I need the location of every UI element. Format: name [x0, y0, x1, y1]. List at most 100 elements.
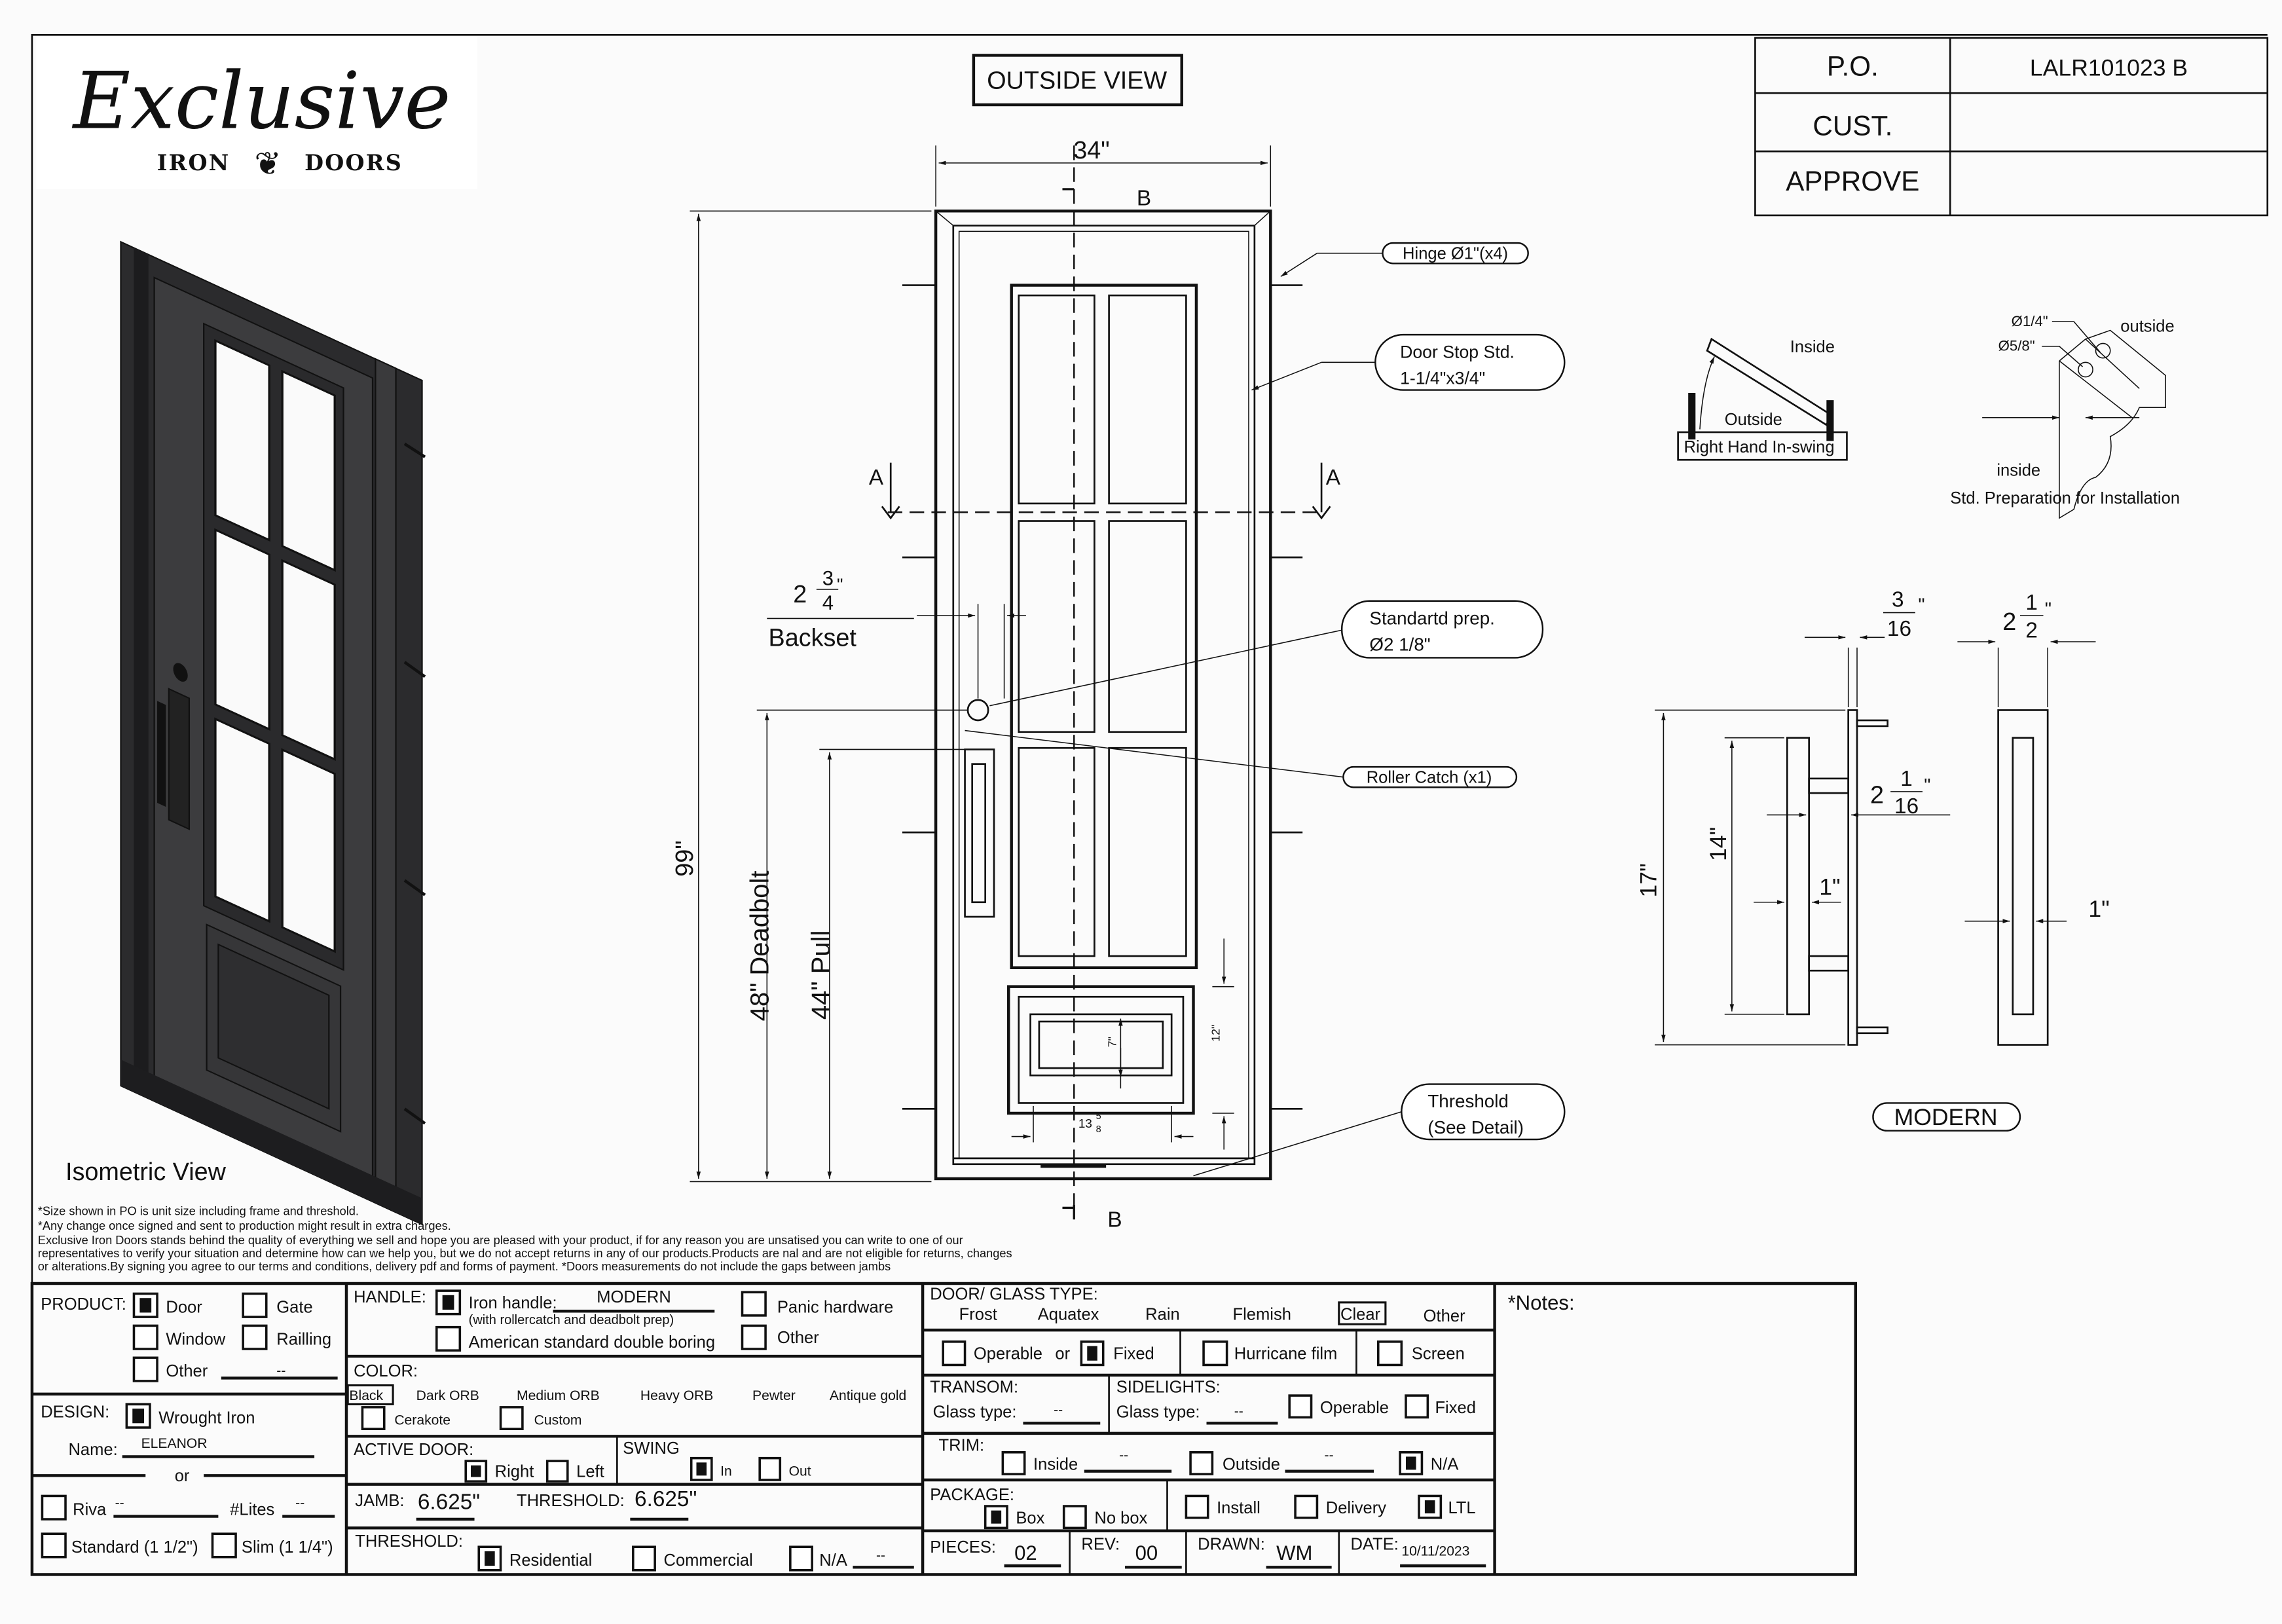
fine-print: *Size shown in PO is unit size including…	[38, 1205, 1012, 1273]
color-option-pewter[interactable]: Pewter	[752, 1388, 796, 1403]
glass-option-clear[interactable]: Clear	[1340, 1306, 1381, 1324]
color-option-heavy-orb[interactable]: Heavy ORB	[640, 1388, 713, 1403]
svg-text:or: or	[1055, 1345, 1070, 1363]
svg-text:1": 1"	[2088, 896, 2109, 922]
checkbox-riva[interactable]	[41, 1494, 67, 1521]
svg-text:Fixed: Fixed	[1435, 1399, 1475, 1417]
door-stop-callout-line1: Door Stop Std.	[1400, 342, 1515, 362]
color-option-black[interactable]: Black	[349, 1388, 383, 1403]
checkbox-custom[interactable]	[499, 1406, 524, 1430]
checkbox-install[interactable]	[1185, 1494, 1209, 1519]
checkbox-commercial[interactable]	[632, 1545, 656, 1572]
color-option-medium-orb[interactable]: Medium ORB	[517, 1388, 600, 1403]
glass-option-frost[interactable]: Frost	[959, 1306, 997, 1324]
svg-text:Operable: Operable	[1320, 1399, 1389, 1417]
checkbox-hurricane-film[interactable]	[1202, 1340, 1228, 1367]
notes-area[interactable]	[1499, 1318, 1848, 1566]
svg-text:Screen: Screen	[1412, 1345, 1465, 1363]
checkbox-swing-out[interactable]	[758, 1456, 782, 1481]
checkbox-trim-outside[interactable]	[1189, 1451, 1214, 1475]
checkbox-sidelights-fixed[interactable]	[1405, 1394, 1429, 1419]
color-option-dark-orb[interactable]: Dark ORB	[416, 1388, 479, 1403]
svg-text:Window: Window	[166, 1330, 225, 1348]
prep-callout-line1: Standartd prep.	[1369, 608, 1494, 628]
svg-text:--: --	[876, 1548, 885, 1563]
svg-text:Left: Left	[576, 1463, 604, 1481]
svg-text:HANDLE:: HANDLE:	[354, 1288, 426, 1306]
po-label: P.O.	[1827, 51, 1879, 82]
checkbox-window[interactable]	[132, 1324, 158, 1350]
page-border	[31, 34, 2268, 1575]
checkbox-delivery[interactable]	[1294, 1494, 1319, 1519]
svg-text:In: In	[720, 1464, 732, 1479]
glass-option-aquatex[interactable]: Aquatex	[1038, 1306, 1099, 1324]
svg-text:#Lites: #Lites	[230, 1500, 274, 1519]
color-option-antique-gold[interactable]: Antique gold	[830, 1388, 906, 1403]
svg-text:16: 16	[1894, 794, 1919, 819]
svg-text:": "	[1924, 775, 1930, 796]
checkbox-product-other[interactable]	[132, 1356, 158, 1382]
checkbox-panic-hardware[interactable]	[741, 1291, 767, 1317]
panel-width-dim: 13 5 8	[1078, 1111, 1101, 1135]
checkbox-operable[interactable]	[942, 1340, 966, 1367]
svg-text:Out: Out	[789, 1464, 811, 1479]
svg-text:TRANSOM:: TRANSOM:	[930, 1378, 1018, 1397]
svg-text:THRESHOLD:: THRESHOLD:	[355, 1532, 463, 1551]
svg-text:2: 2	[2025, 618, 2038, 642]
checkbox-no-box[interactable]	[1062, 1505, 1087, 1530]
svg-text:DRAWN:: DRAWN:	[1198, 1536, 1265, 1554]
color-selected-marker	[346, 1384, 394, 1405]
checkbox-gate[interactable]	[242, 1292, 268, 1318]
checkbox-handle-other[interactable]	[741, 1324, 767, 1350]
checkbox-swing-in[interactable]	[690, 1456, 713, 1481]
svg-text:Glass type:: Glass type:	[1116, 1403, 1200, 1421]
checkbox-wrought-iron[interactable]	[125, 1403, 151, 1429]
svg-text:Name:: Name:	[68, 1441, 117, 1459]
svg-text:Operable: Operable	[974, 1345, 1042, 1363]
svg-text:5: 5	[1096, 1111, 1101, 1122]
checkbox-residential[interactable]	[477, 1545, 502, 1572]
glass-option-other[interactable]: Other	[1424, 1307, 1465, 1325]
svg-text:Inside: Inside	[1790, 338, 1835, 356]
svg-text:3: 3	[1892, 588, 1904, 612]
svg-text:Other: Other	[777, 1329, 819, 1347]
checkbox-american-standard[interactable]	[435, 1325, 462, 1352]
svg-text:American standard double borin: American standard double boring	[469, 1333, 715, 1352]
callouts: Hinge Ø1"(x4) Door Stop Std. 1-1/4"x3/4"…	[965, 242, 1566, 1177]
checkbox-fixed[interactable]	[1080, 1340, 1105, 1367]
isometric-view-label: Isometric View	[65, 1158, 227, 1186]
checkbox-active-left[interactable]	[545, 1460, 569, 1483]
checkbox-railing[interactable]	[242, 1324, 268, 1350]
checkbox-screen[interactable]	[1377, 1340, 1403, 1367]
glass-option-rain[interactable]: Rain	[1145, 1306, 1180, 1324]
checkbox-ltl[interactable]	[1418, 1494, 1443, 1519]
checkbox-threshold-na[interactable]	[789, 1545, 813, 1572]
checkbox-cerakote[interactable]	[361, 1406, 386, 1430]
svg-text:JAMB:: JAMB:	[355, 1492, 404, 1510]
svg-text:Exclusive Iron Doors stands be: Exclusive Iron Doors stands behind the q…	[38, 1234, 963, 1247]
dimensions	[690, 145, 1331, 1220]
svg-text:PIECES:: PIECES:	[930, 1538, 996, 1557]
checkbox-box[interactable]	[984, 1505, 1008, 1530]
checkbox-iron-handle[interactable]	[435, 1289, 462, 1316]
svg-text:--: --	[1234, 1404, 1243, 1419]
svg-text:inside: inside	[1997, 462, 2040, 480]
checkbox-standard[interactable]	[41, 1532, 67, 1559]
svg-text:ACTIVE DOOR:: ACTIVE DOOR:	[354, 1441, 473, 1459]
svg-text:DOORS: DOORS	[304, 150, 403, 175]
svg-text:2: 2	[1870, 782, 1884, 809]
svg-text:N/A: N/A	[1431, 1455, 1459, 1473]
checkbox-door[interactable]	[132, 1292, 158, 1318]
glass-option-flemish[interactable]: Flemish	[1233, 1306, 1291, 1324]
checkbox-sidelights-operable[interactable]	[1288, 1394, 1313, 1419]
checkbox-active-right[interactable]	[464, 1460, 488, 1483]
checkbox-trim-inside[interactable]	[1001, 1451, 1026, 1475]
svg-text:PACKAGE:: PACKAGE:	[930, 1486, 1014, 1504]
install-prep-caption: Std. Preparation for Installation	[1950, 489, 2180, 507]
checkbox-slim[interactable]	[211, 1532, 237, 1559]
order-form: PRODUCT: Door Gate Window Railling Other…	[30, 1282, 1858, 1576]
svg-text:Cerakote: Cerakote	[394, 1413, 451, 1428]
checkbox-trim-na[interactable]	[1399, 1451, 1424, 1475]
handle-detail: 17" 14" 3 16 " 2 1 16 " 1" 2 1 2 " 1" MO…	[1635, 588, 2110, 1132]
